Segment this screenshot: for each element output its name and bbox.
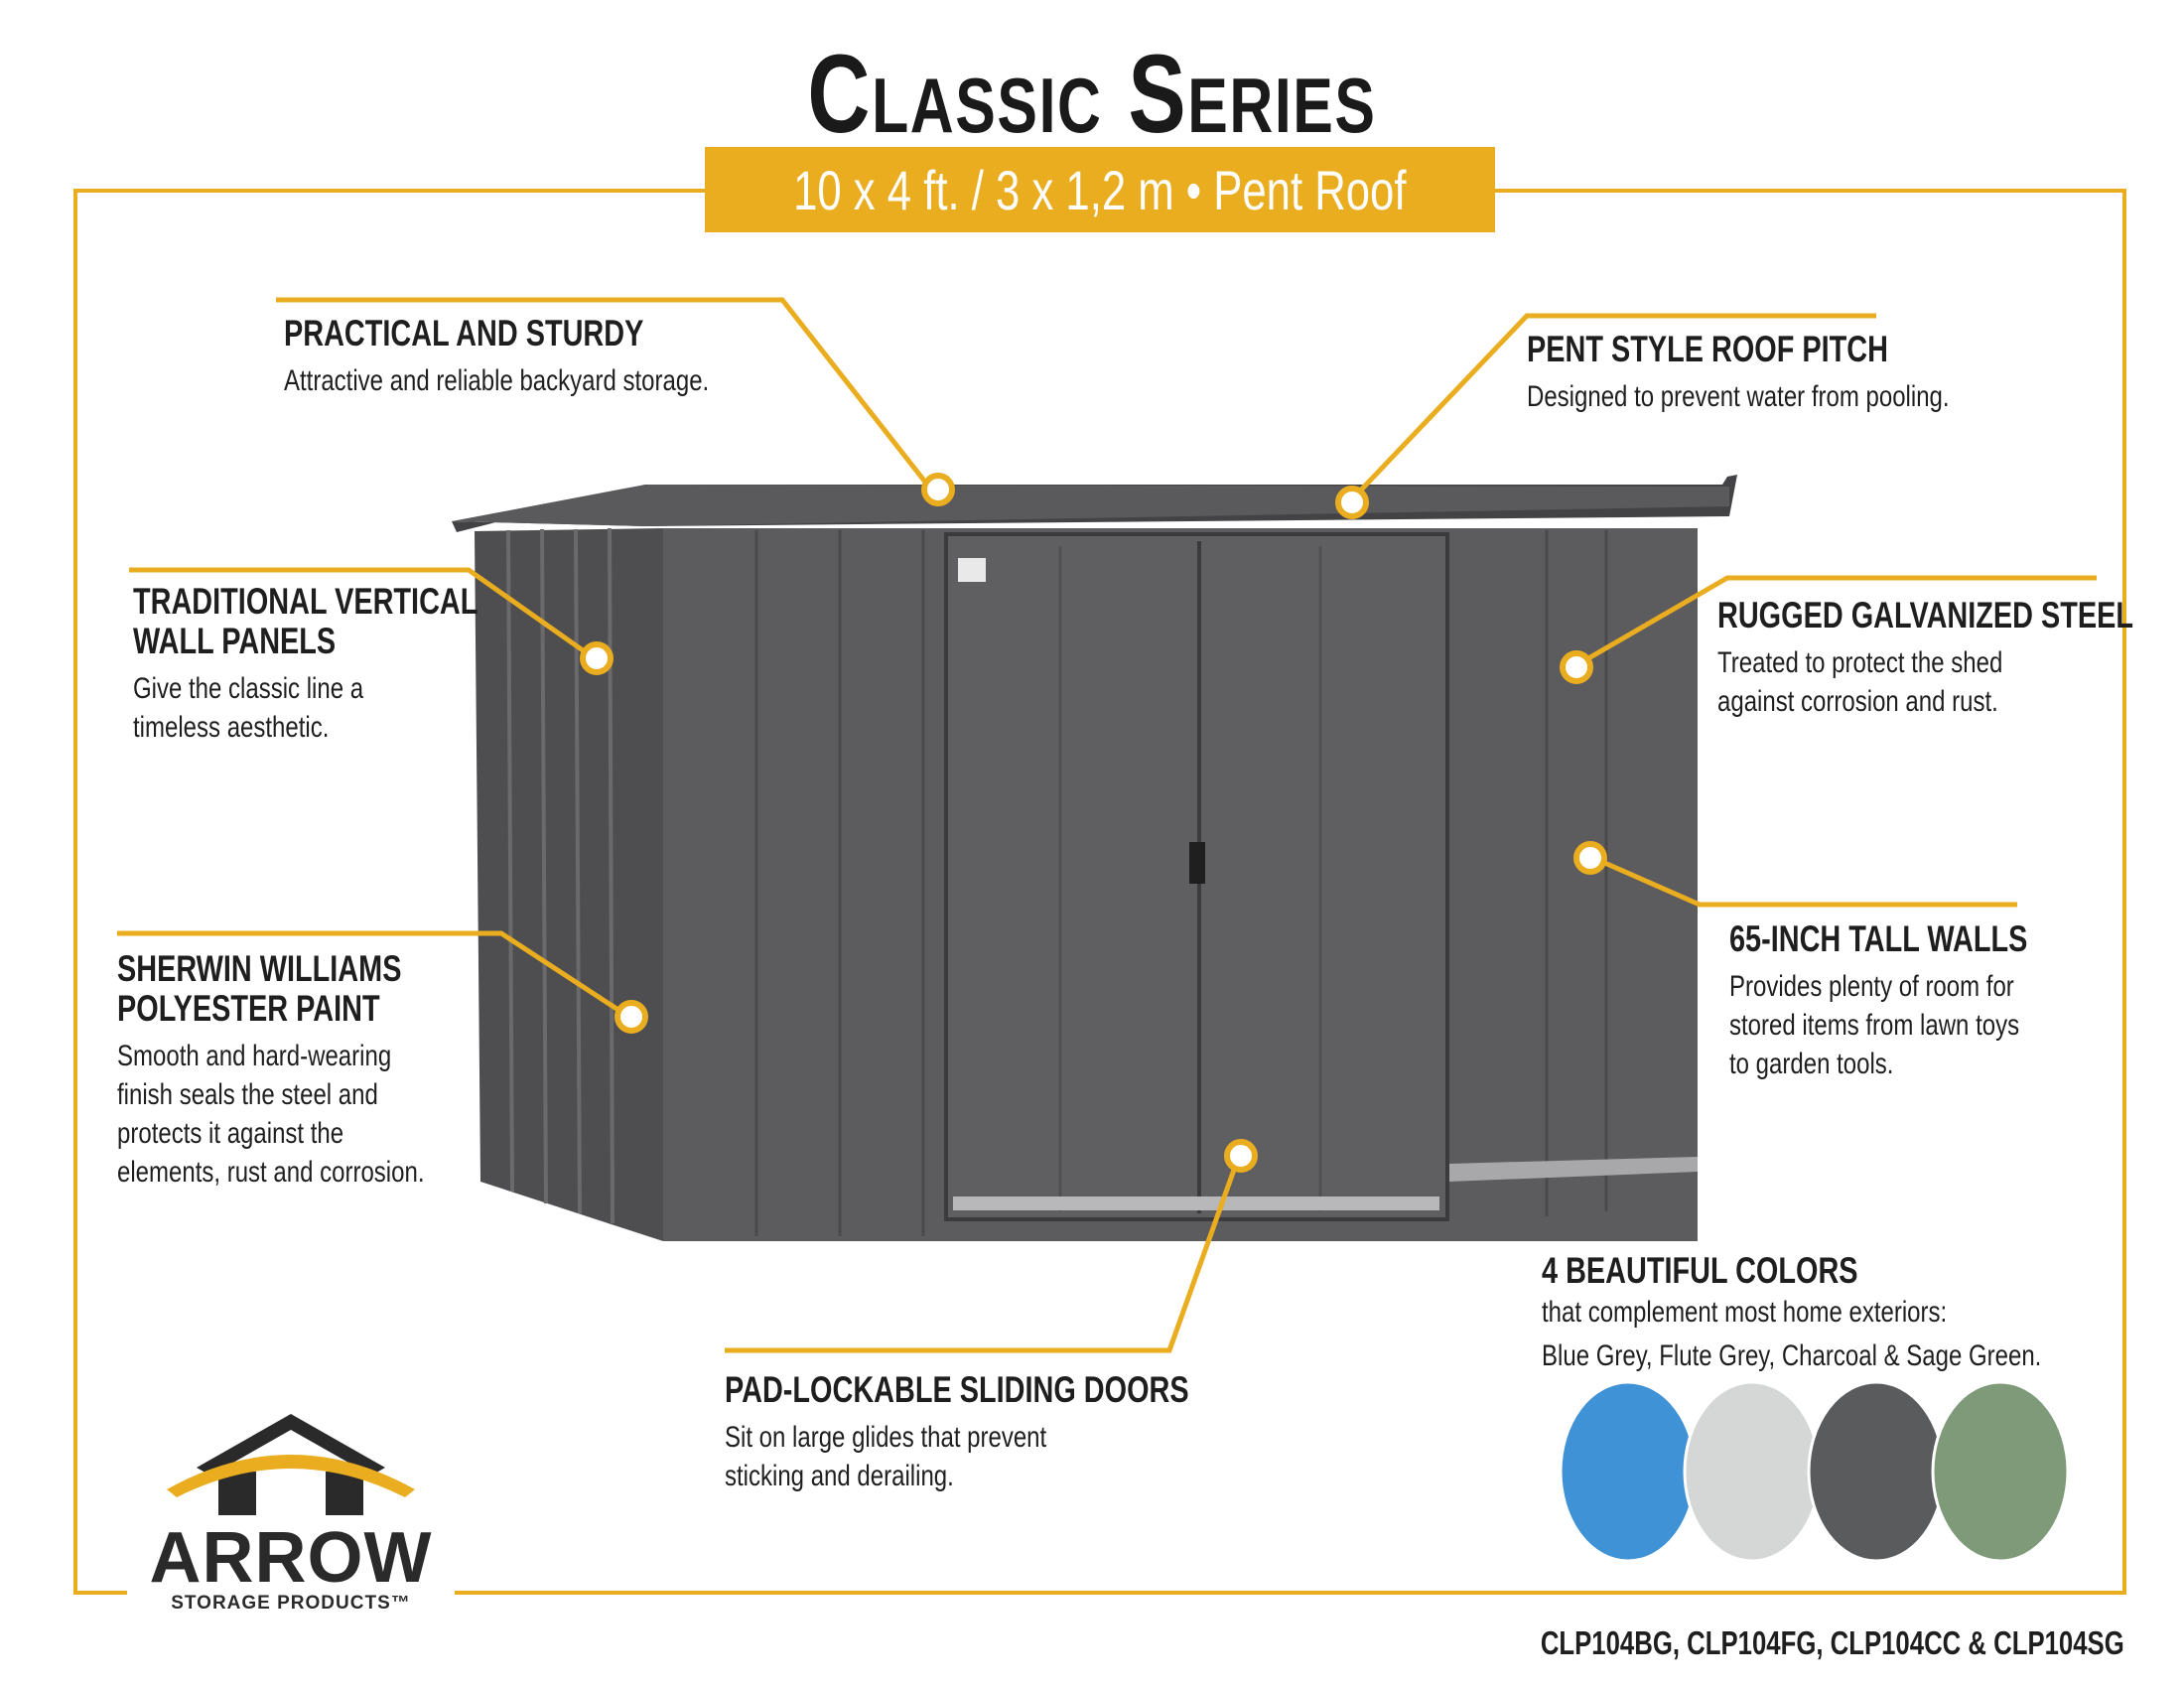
callout-markers xyxy=(580,473,1607,1173)
shed-side-wall xyxy=(475,528,663,1241)
page-title: Classic Series xyxy=(807,32,1377,156)
color-options-desc: that complement most home exteriors: Blu… xyxy=(1542,1296,2042,1372)
callout-desc: Give the classic line a timeless aesthet… xyxy=(133,672,364,744)
subtitle-text: 10 x 4 ft. / 3 x 1,2 m • Pent Roof xyxy=(793,158,1407,221)
callout-heading: 65-INCH TALL WALLS xyxy=(1729,918,2028,959)
swatch-blue-grey xyxy=(1559,1380,1698,1563)
callout-heading: SHERWIN WILLIAMS POLYESTER PAINT xyxy=(117,948,402,1029)
callout-practical: PRACTICAL AND STURDY Attractive and reli… xyxy=(284,314,919,400)
color-swatches xyxy=(1559,1380,2070,1563)
color-options-heading: 4 BEAUTIFUL COLORS xyxy=(1542,1250,1858,1291)
callout-galvanized: RUGGED GALVANIZED STEEL Treated to prote… xyxy=(1717,596,2184,721)
subtitle-banner: 10 x 4 ft. / 3 x 1,2 m • Pent Roof xyxy=(705,147,1495,232)
swatch-charcoal xyxy=(1807,1380,1946,1563)
callout-heading: PRACTICAL AND STURDY xyxy=(284,313,644,353)
callout-desc: Treated to protect the shed against corr… xyxy=(1717,646,2003,718)
callout-heading: TRADITIONAL VERTICAL WALL PANELS xyxy=(133,581,478,661)
door-glide xyxy=(953,1196,1439,1210)
callout-doors: PAD-LOCKABLE SLIDING DOORS Sit on large … xyxy=(725,1370,1360,1495)
yellow-frame xyxy=(73,189,2126,1595)
callout-pent-roof: PENT STYLE ROOF PITCH Designed to preven… xyxy=(1527,330,2162,416)
callout-desc: Attractive and reliable backyard storage… xyxy=(284,364,710,397)
callout-desc: Sit on large glides that prevent stickin… xyxy=(725,1421,1047,1492)
house-roof-icon xyxy=(167,1414,415,1515)
arrow-logo: ARROW STORAGE PRODUCTS™ xyxy=(127,1410,455,1618)
shed-illustration xyxy=(452,475,1737,1241)
callout-heading: RUGGED GALVANIZED STEEL xyxy=(1717,595,2134,635)
callout-vertical-panels: TRADITIONAL VERTICAL WALL PANELS Give th… xyxy=(133,582,768,747)
logo-tagline: STORAGE PRODUCTS™ xyxy=(171,1593,411,1614)
callout-desc: Designed to prevent water from pooling. xyxy=(1527,380,1950,413)
callout-heading: PENT STYLE ROOF PITCH xyxy=(1527,329,1888,369)
door-handle xyxy=(1189,842,1205,884)
callout-desc: Smooth and hard-wearing finish seals the… xyxy=(117,1040,425,1189)
callout-desc: Provides plenty of room for stored items… xyxy=(1729,970,2020,1080)
swatch-flute-grey xyxy=(1683,1380,1822,1563)
logo-wordmark: ARROW xyxy=(149,1518,433,1598)
callout-paint: SHERWIN WILLIAMS POLYESTER PAINT Smooth … xyxy=(117,949,752,1192)
swatch-sage-green xyxy=(1931,1380,2070,1563)
model-numbers: CLP104BG, CLP104FG, CLP104CC & CLP104SG xyxy=(1541,1624,2124,1661)
leader-lines xyxy=(117,297,2097,1353)
callout-heading: PAD-LOCKABLE SLIDING DOORS xyxy=(725,1369,1189,1410)
callout-walls: 65-INCH TALL WALLS Provides plenty of ro… xyxy=(1729,919,2184,1083)
color-options: 4 BEAUTIFUL COLORS that complement most … xyxy=(1542,1251,2184,1378)
